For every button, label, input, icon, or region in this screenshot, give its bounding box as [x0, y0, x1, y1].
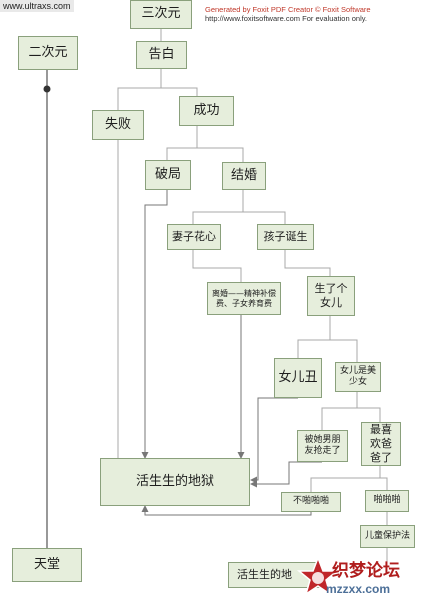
node-ertong-baohufa: 儿童保护法 [360, 525, 415, 548]
site-watermark: www.ultraxs.com [0, 0, 74, 12]
arrow-chou-hell [250, 397, 298, 484]
node-huosheng-diyu-bottom: 活生生的地 [228, 562, 320, 588]
arrow-bei-hell [250, 461, 322, 488]
edge-jiehun-haizi [243, 211, 286, 224]
forum-logo-text: 织梦论坛 [332, 561, 400, 581]
edge-nver-branch [297, 316, 331, 358]
edge-gaobai-branch [117, 69, 162, 110]
foxit-watermark-line2: http://www.foxitsoftware.com For evaluat… [205, 14, 368, 23]
edge-chenggong-jiehun [197, 147, 244, 162]
node-chenggong: 成功 [179, 96, 234, 126]
foxit-watermark-line1: Generated by Foxit PDF Creator © Foxit S… [205, 5, 371, 14]
node-bu-papapa: 不啪啪啪 [281, 492, 341, 512]
erciyuan-connector-dot [43, 85, 51, 93]
node-zui-xihuan: 最喜欢爸爸了 [361, 422, 401, 466]
forum-logo [296, 556, 340, 596]
node-shibai: 失败 [92, 110, 144, 140]
edge-jiehun-branch [192, 190, 244, 224]
node-sheng-nver: 生了个女儿 [307, 276, 355, 316]
edge-qizi-lihun [192, 250, 242, 282]
edge-xihuan-branch [310, 466, 381, 492]
node-poju: 破局 [145, 160, 191, 190]
node-tiantang: 天堂 [12, 548, 82, 582]
node-jiehun: 结婚 [222, 162, 266, 190]
foxit-watermark: Generated by Foxit PDF Creator © Foxit S… [205, 5, 371, 23]
arrow-bupapa-hell [141, 505, 312, 516]
edge-haizi-branch [284, 250, 331, 276]
node-nver-chou: 女儿丑 [274, 358, 322, 398]
node-huosheng-diyu: 活生生的地狱 [100, 458, 250, 506]
node-haizi-dansheng: 孩子诞生 [257, 224, 314, 250]
arrow-poju-hell [141, 190, 168, 459]
forum-logo-domain: mzzxx.com [326, 582, 391, 596]
node-erciyuan: 二次元 [18, 36, 78, 70]
node-lihun: 离婚——精神补偿费、子女养育费 [207, 282, 281, 315]
edge-mei-xihuan [357, 407, 381, 422]
edge-chenggong-branch [166, 126, 198, 160]
edge-gaobai-chenggong [161, 87, 198, 96]
edge-nver-mei [330, 339, 358, 362]
node-gaobai: 告白 [136, 41, 187, 69]
node-sanciyuan: 三次元 [130, 0, 192, 29]
edge-xihuan-papapa [380, 477, 388, 490]
node-qizi-huaxin: 妻子花心 [167, 224, 221, 250]
edge-mei-branch [321, 392, 358, 430]
node-nver-mei: 女儿是美少女 [335, 362, 381, 392]
node-papapa: 啪啪啪 [365, 490, 409, 512]
node-bei-qiangzou: 被她男朋友抢走了 [297, 430, 348, 462]
